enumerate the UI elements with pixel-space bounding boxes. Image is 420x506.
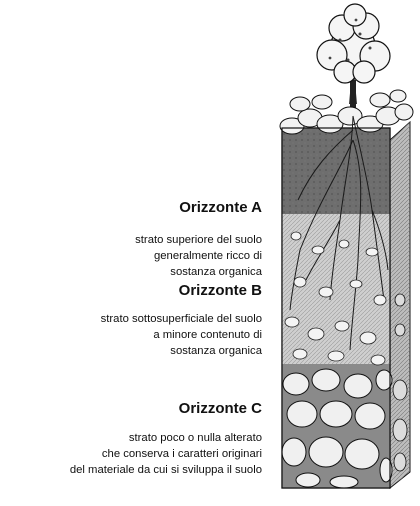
horizon-c-line: che conserva i caratteri originari [0, 446, 262, 462]
horizon-b-description: strato sottosuperficiale del suolo a min… [0, 311, 262, 359]
horizon-b-title: Orizzonte B [0, 282, 262, 299]
horizon-a-description: strato superiore del suolo generalmente … [0, 232, 262, 280]
horizon-b-line: sostanza organica [0, 343, 262, 359]
horizon-b-line: a minore contenuto di [0, 327, 262, 343]
soil-profile-illustration [262, 0, 420, 506]
horizon-c-line: del materiale da cui si sviluppa il suol… [0, 462, 262, 478]
horizon-c-title: Orizzonte C [0, 400, 262, 417]
horizon-c-line: strato poco o nulla alterato [0, 430, 262, 446]
horizon-b-line: strato sottosuperficiale del suolo [0, 311, 262, 327]
horizon-labels: Orizzonte A strato superiore del suolo g… [0, 0, 262, 506]
horizon-a-title: Orizzonte A [0, 199, 262, 216]
horizon-a-line: strato superiore del suolo [0, 232, 262, 248]
horizon-c-description: strato poco o nulla alterato che conserv… [0, 430, 262, 478]
horizon-a-line: generalmente ricco di [0, 248, 262, 264]
horizon-a-line: sostanza organica [0, 264, 262, 280]
